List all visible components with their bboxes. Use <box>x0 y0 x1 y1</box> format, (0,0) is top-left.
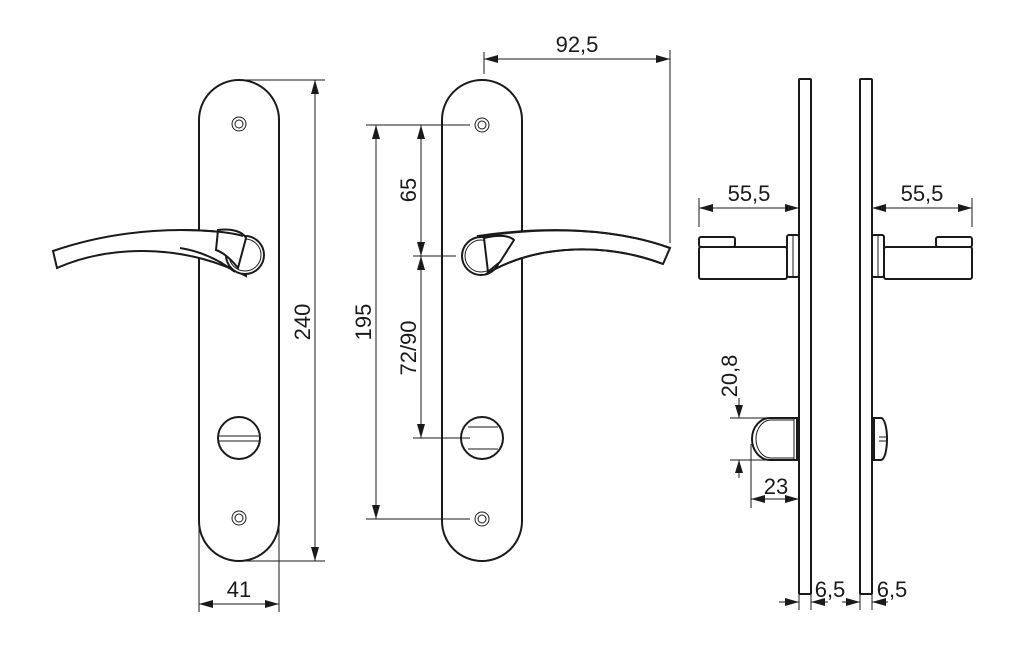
side-views: 55,5 55,5 20,8 23 <box>698 78 973 610</box>
handle-side-left <box>698 234 800 280</box>
screw-hole-bottom <box>231 510 247 526</box>
dimension-plate-thickness-right: 6,5 <box>842 568 907 610</box>
lever-handle <box>461 229 672 276</box>
dimension-label-41: 41 <box>227 577 251 602</box>
dimension-height: 240 <box>239 79 325 562</box>
dimension-turn-height: 20,8 <box>717 355 797 478</box>
lever-handle <box>51 228 265 278</box>
dimension-label-195: 195 <box>351 304 376 341</box>
backplate <box>441 79 523 562</box>
dimension-label-55-5-right: 55,5 <box>901 181 944 206</box>
plate-right <box>859 78 873 595</box>
front-view-left: 240 41 <box>51 79 325 612</box>
dimension-label-6-5-left: 6,5 <box>815 577 846 602</box>
dimension-turn-projection: 23 <box>750 444 799 508</box>
dimension-handle-projection-right: 55,5 <box>872 181 973 227</box>
wc-turn-slot <box>217 416 261 460</box>
dimension-plate-thickness-left: 6,5 <box>779 568 845 610</box>
plate-left <box>798 78 812 595</box>
wc-turn-knob <box>751 417 798 461</box>
handle-side-right <box>871 234 973 280</box>
screw-hole-top <box>231 116 247 132</box>
dimension-label-23: 23 <box>764 474 788 499</box>
dimension-handle-projection-left: 55,5 <box>698 181 799 227</box>
dimension-label-20-8: 20,8 <box>717 355 742 398</box>
screw-hole-bottom <box>474 511 490 527</box>
dimension-handle-to-lock: 72/90 <box>396 256 470 439</box>
dimension-label-65: 65 <box>396 178 421 202</box>
dimension-label-72-90: 72/90 <box>396 320 421 375</box>
backplate <box>198 79 280 562</box>
screw-hole-top <box>474 117 490 133</box>
emergency-release <box>873 417 888 461</box>
dimension-label-6-5-right: 6,5 <box>877 577 908 602</box>
dimension-screw-to-screw: 195 <box>351 124 470 520</box>
dimension-screw-to-handle: 65 <box>396 125 456 270</box>
front-view-right: 92,5 195 65 72/90 <box>351 32 672 562</box>
dimension-width: 41 <box>198 521 280 612</box>
dimension-label-55-5-left: 55,5 <box>728 181 771 206</box>
dimension-handle-length: 92,5 <box>483 32 671 243</box>
dimension-label-92-5: 92,5 <box>556 32 599 57</box>
dimension-label-240: 240 <box>290 304 315 341</box>
